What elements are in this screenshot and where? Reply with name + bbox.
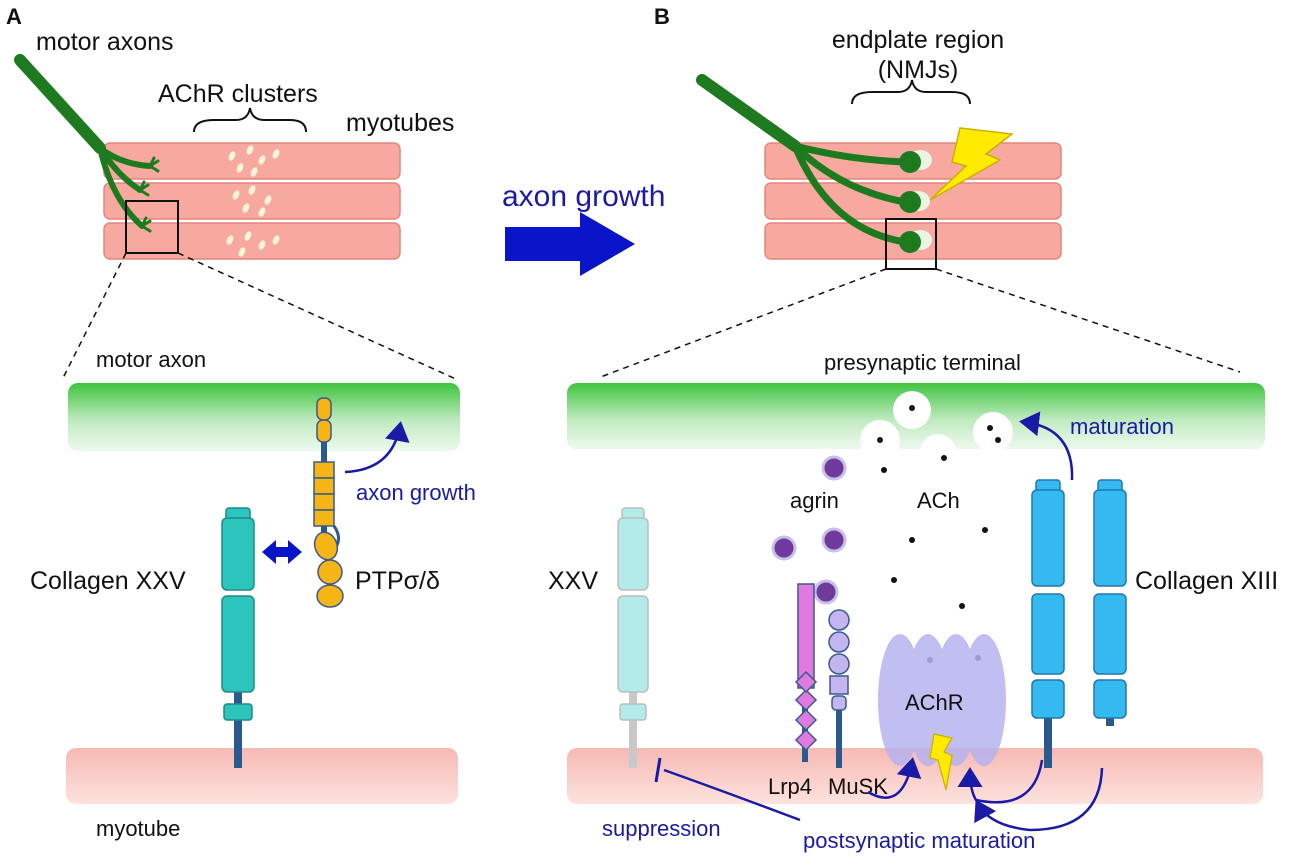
zoom-box-a xyxy=(125,200,179,254)
zoom-line-b-right xyxy=(935,268,1241,373)
suppression-bar xyxy=(654,757,662,783)
achr-label: AChR xyxy=(905,690,964,715)
zoom-line-b-left xyxy=(597,268,887,379)
xxv-label: XXV xyxy=(548,567,598,595)
interaction-double-arrow xyxy=(262,540,302,564)
musk-label: MuSK xyxy=(828,774,888,799)
myotube-label: myotube xyxy=(96,816,180,841)
nmjs-label: (NMJs) xyxy=(878,56,959,84)
endplate-region-label: endplate region xyxy=(832,26,1004,54)
postsynaptic-maturation-label: postsynaptic maturation xyxy=(803,828,1035,853)
zoom-line-a-left xyxy=(61,252,127,381)
lrp4-label: Lrp4 xyxy=(768,774,812,799)
axon-growth-zoom-label: axon growth xyxy=(356,480,476,505)
achr-clusters-brace xyxy=(193,107,307,133)
motor-axons-b xyxy=(696,74,909,246)
ptp-label: PTPσ/δ xyxy=(355,567,440,595)
panel-a-letter: A xyxy=(6,4,22,29)
panel-b-letter: B xyxy=(654,4,670,29)
musk-receptor xyxy=(828,609,850,768)
achr-cluster-dots xyxy=(226,145,280,257)
postsynaptic-membrane xyxy=(567,748,1263,804)
axon-growth-arrow xyxy=(505,212,635,276)
zoom-line-a-right xyxy=(177,252,459,381)
nmj-terminals xyxy=(899,151,921,253)
suppression-label: suppression xyxy=(602,816,721,841)
collagen-xiii-b xyxy=(1093,479,1127,726)
suppression-line xyxy=(663,768,801,822)
zoom-box-b xyxy=(885,218,937,270)
collagen-xxv-label: Collagen XXV xyxy=(30,567,186,595)
synaptic-vesicles xyxy=(860,391,1013,470)
motor-axon-membrane xyxy=(68,383,460,451)
collagen-xiii-label: Collagen XIII xyxy=(1135,567,1278,595)
lrp4-receptor xyxy=(794,583,818,762)
postsynaptic-arrow-musk xyxy=(867,757,922,799)
lightning-top-icon xyxy=(929,127,1014,201)
collagen-xxv-b xyxy=(617,507,649,768)
achr-channel xyxy=(878,634,1006,766)
motor-axons-a xyxy=(14,54,160,233)
postsynaptic-arrow-achr-2 xyxy=(974,767,1104,832)
endplate-brace xyxy=(851,79,971,105)
collagen-xiii-a xyxy=(1031,479,1065,768)
maturation-label: maturation xyxy=(1070,414,1174,439)
axon-growth-curved-arrow xyxy=(344,421,410,474)
motor-axons-label: motor axons xyxy=(36,28,174,56)
agrin-label: agrin xyxy=(790,488,839,513)
motor-axon-label: motor axon xyxy=(96,347,206,372)
presynaptic-terminal-label: presynaptic terminal xyxy=(824,350,1021,375)
collagen-xxv-a xyxy=(221,507,255,768)
ach-label: ACh xyxy=(917,488,960,513)
lightning-achr-icon xyxy=(929,733,953,791)
ptp-receptor xyxy=(313,397,344,608)
axon-growth-middle-label: axon growth xyxy=(502,180,665,213)
myotubes-label: myotubes xyxy=(346,109,454,137)
agrin-molecules xyxy=(771,455,847,605)
maturation-arrow xyxy=(1019,411,1074,481)
myotube-membrane-a xyxy=(66,748,458,804)
achr-clusters-label: AChR clusters xyxy=(158,80,318,108)
